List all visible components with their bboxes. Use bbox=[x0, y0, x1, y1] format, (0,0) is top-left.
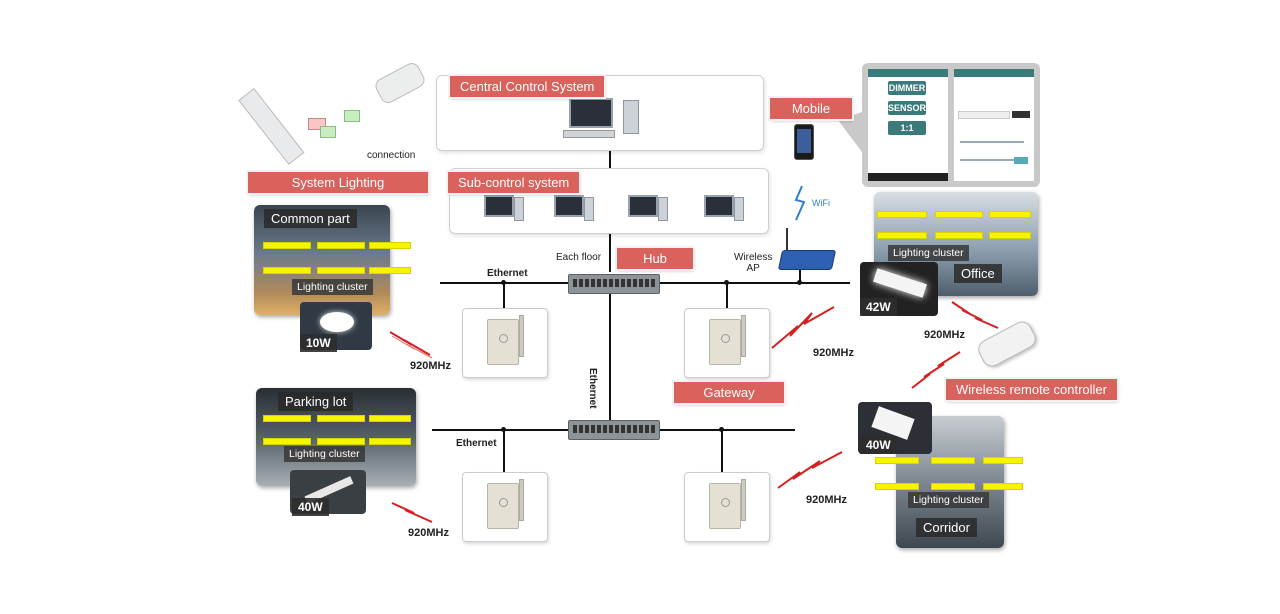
ethernet-text-bottom: Ethernet bbox=[456, 438, 497, 449]
system-lighting-label: System Lighting bbox=[248, 172, 428, 193]
bus-node bbox=[724, 280, 729, 285]
lighting-fixture-bar bbox=[318, 439, 364, 444]
connection-module bbox=[320, 126, 336, 138]
lighting-fixture-bar bbox=[318, 416, 364, 421]
common-part-title: Common part bbox=[264, 209, 357, 228]
lighting-fixture-bar bbox=[264, 243, 310, 248]
wireless-bolt bbox=[951, 301, 999, 329]
lighting-fixture-bar bbox=[370, 439, 410, 444]
lighting-fixture-bar bbox=[264, 439, 310, 444]
monitor-icon bbox=[484, 195, 514, 217]
gateway-device bbox=[462, 308, 548, 378]
wifi-text: WiFi bbox=[812, 198, 830, 208]
lighting-fixture-bar bbox=[370, 243, 410, 248]
lighting-fixture-bar bbox=[990, 212, 1030, 217]
ap-antenna bbox=[786, 228, 788, 250]
wireless-ap-icon bbox=[777, 250, 837, 270]
lighting-fixture-bar bbox=[264, 416, 310, 421]
ethernet-text-top: Ethernet bbox=[487, 268, 528, 279]
computer-tower-icon bbox=[623, 100, 639, 134]
central-control-label: Central Control System bbox=[450, 76, 605, 97]
hub-switch bbox=[568, 274, 660, 294]
sensor-button[interactable]: SENSOR bbox=[888, 101, 927, 115]
corridor-cluster-label: Lighting cluster bbox=[908, 492, 989, 508]
frequency-label: 920MHz bbox=[410, 360, 451, 372]
wireless-bolt bbox=[911, 351, 961, 389]
lighting-fixture-bar bbox=[370, 416, 410, 421]
lighting-fixture-bar bbox=[318, 268, 364, 273]
hub-switch-lower bbox=[568, 420, 660, 440]
common-watt: 10W bbox=[300, 334, 337, 352]
frequency-label: 920MHz bbox=[408, 527, 449, 539]
frequency-label: 920MHz bbox=[924, 329, 965, 341]
lighting-fixture-bar bbox=[370, 268, 410, 273]
wireless-bolt bbox=[777, 451, 843, 489]
corridor-watt: 40W bbox=[860, 436, 897, 454]
dimmer-button[interactable]: DIMMER bbox=[888, 81, 926, 95]
connection-text: connection bbox=[367, 150, 416, 161]
each-floor-text: Each floor bbox=[556, 252, 602, 263]
wireless-bolt bbox=[771, 306, 835, 349]
lighting-fixture-bar bbox=[318, 243, 364, 248]
monitor-icon bbox=[628, 195, 658, 217]
frequency-label: 920MHz bbox=[806, 494, 847, 506]
lighting-fixture-bar bbox=[932, 458, 974, 463]
lighting-fixture-bar bbox=[878, 233, 926, 238]
gateway-device bbox=[462, 472, 548, 542]
lighting-fixture-bar bbox=[936, 233, 982, 238]
sub-control-label: Sub-control system bbox=[448, 172, 580, 193]
ethernet-text-vertical: Ethernet bbox=[587, 368, 598, 409]
gateway-device bbox=[684, 308, 770, 378]
bus-node bbox=[501, 427, 506, 432]
hub-label: Hub bbox=[617, 248, 693, 269]
parking-cluster-label: Lighting cluster bbox=[284, 446, 365, 462]
bus-node bbox=[719, 427, 724, 432]
lighting-fixture-bar bbox=[876, 458, 918, 463]
monitor-icon bbox=[704, 195, 734, 217]
lighting-fixture-bar bbox=[264, 268, 310, 273]
wireless-ap-text: Wireless AP bbox=[734, 252, 773, 274]
lighting-fixture-bar bbox=[932, 484, 974, 489]
connection-module bbox=[344, 110, 360, 122]
lighting-fixture-bar bbox=[876, 484, 918, 489]
gateway-device bbox=[684, 472, 770, 542]
wireless-remote-label: Wireless remote controller bbox=[946, 379, 1117, 400]
parking-watt: 40W bbox=[292, 498, 329, 516]
wireless-bolt bbox=[391, 502, 433, 523]
keyboard-icon bbox=[563, 130, 615, 138]
computer-tower-icon bbox=[658, 197, 668, 221]
frequency-label: 920MHz bbox=[813, 347, 854, 359]
gateway-label: Gateway bbox=[674, 382, 784, 403]
bus-node bbox=[797, 280, 802, 285]
lighting-fixture-bar bbox=[984, 484, 1022, 489]
lighting-fixture-bar bbox=[990, 233, 1030, 238]
common-cluster-label: Lighting cluster bbox=[292, 279, 373, 295]
office-cluster-label: Lighting cluster bbox=[888, 245, 969, 261]
wireless-bolt bbox=[389, 331, 431, 356]
lighting-fixture-bar bbox=[984, 458, 1022, 463]
computer-tower-icon bbox=[584, 197, 594, 221]
corridor-title: Corridor bbox=[916, 518, 977, 537]
one-to-one-button[interactable]: 1:1 bbox=[888, 121, 926, 135]
bus-node bbox=[501, 280, 506, 285]
smartphone-icon bbox=[794, 124, 814, 160]
office-title: Office bbox=[954, 264, 1002, 283]
lighting-fixture-bar bbox=[878, 212, 926, 217]
mobile-app-screen: DIMMER SENSOR 1:1 bbox=[862, 63, 1040, 187]
monitor-icon bbox=[554, 195, 584, 217]
computer-tower-icon bbox=[734, 197, 744, 221]
monitor-icon bbox=[569, 98, 613, 128]
parking-lot-title: Parking lot bbox=[278, 392, 354, 411]
office-watt: 42W bbox=[860, 298, 897, 316]
mobile-label: Mobile bbox=[770, 98, 852, 119]
computer-tower-icon bbox=[514, 197, 524, 221]
lighting-fixture-bar bbox=[936, 212, 982, 217]
